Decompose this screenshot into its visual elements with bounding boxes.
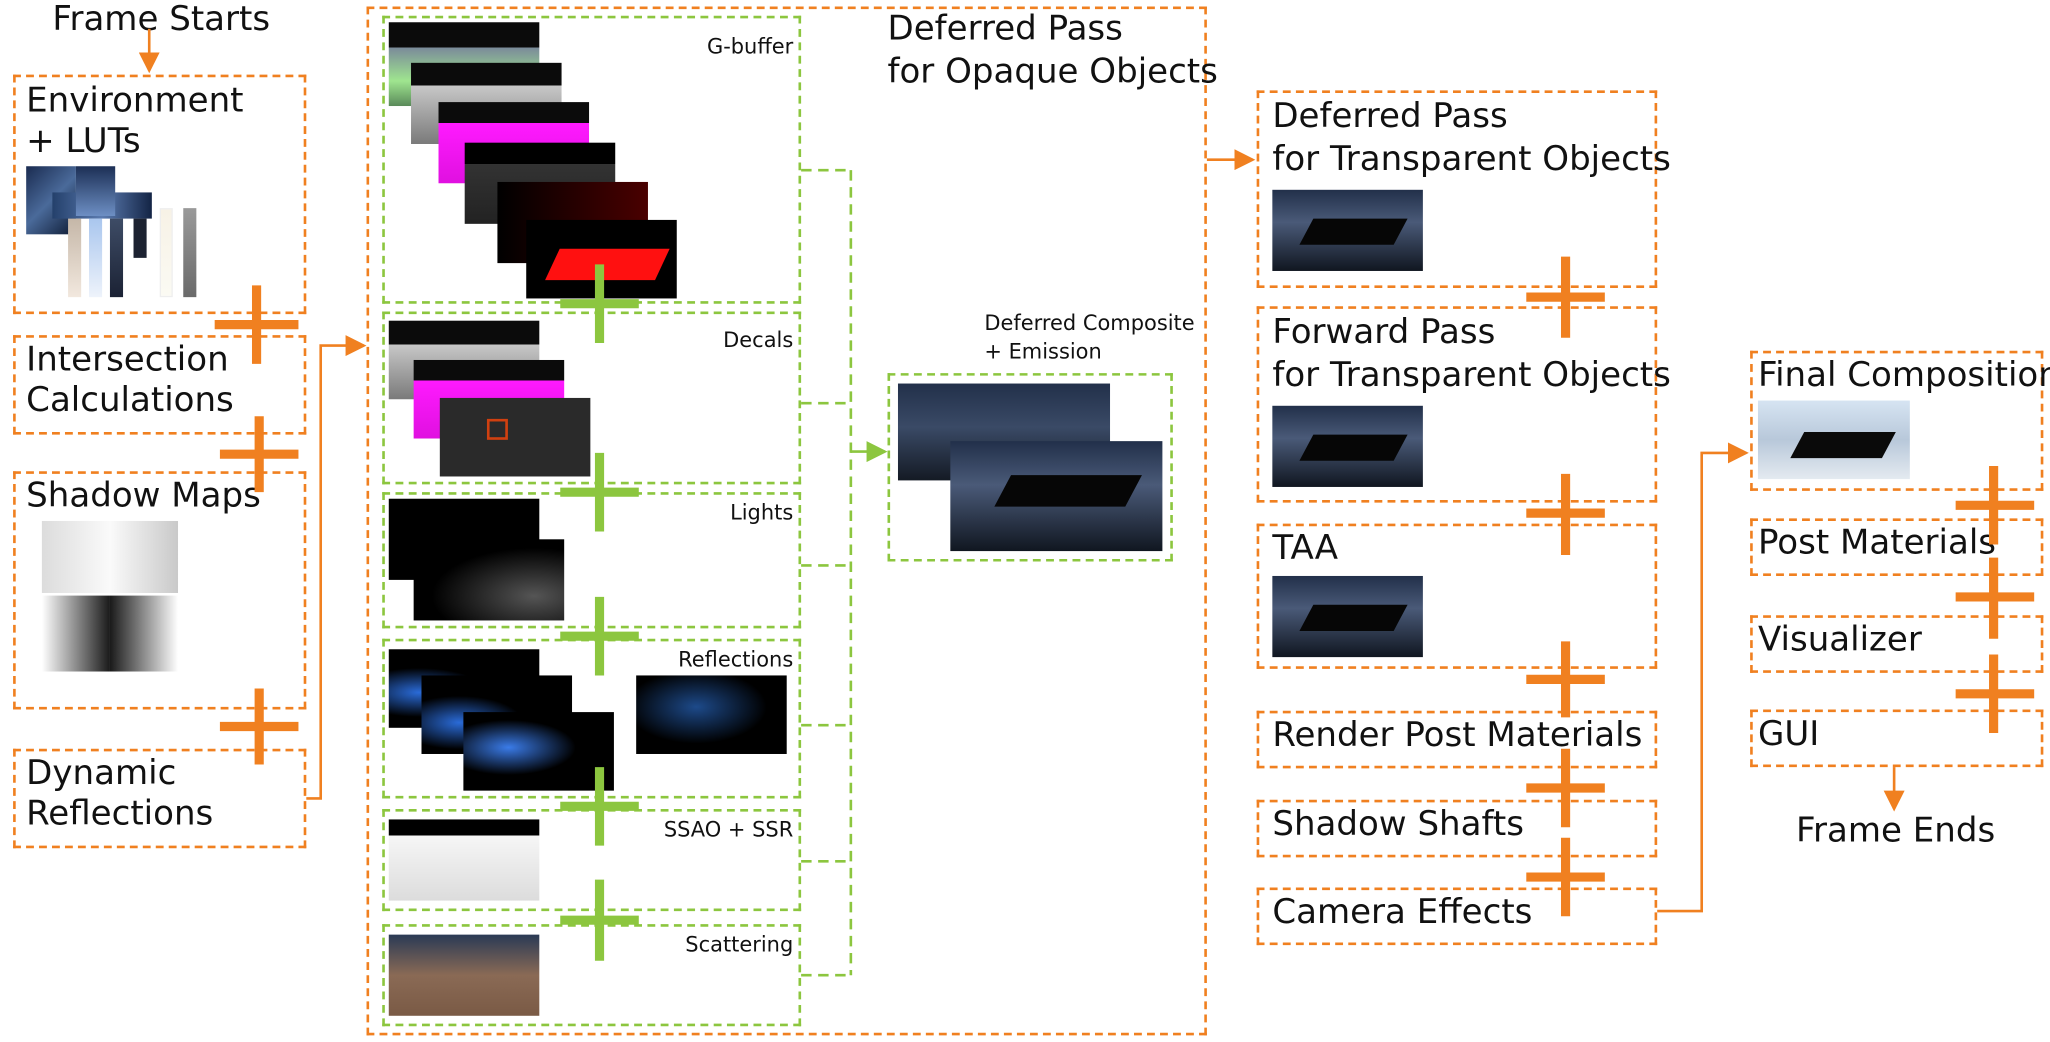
composite-thumb-2 xyxy=(950,441,1163,552)
shadow-map-thumb-4 xyxy=(109,595,179,672)
shadow-shafts-label: Shadow Shafts xyxy=(1272,805,1524,845)
frame-starts-label: Frame Starts xyxy=(52,0,271,40)
shadow-shafts-box: Shadow Shafts xyxy=(1256,799,1658,858)
visualizer-label: Visualizer xyxy=(1757,620,1922,660)
shadow-maps-box: Shadow Maps xyxy=(13,471,307,710)
deferred-opaque-container xyxy=(366,6,1207,1036)
decals-stage-box: Decals xyxy=(382,311,802,485)
frame-ends-label: Frame Ends xyxy=(1795,811,1996,851)
shadow-map-thumb-2 xyxy=(109,520,179,593)
deferred-composite-box xyxy=(887,373,1173,562)
lut-bar-1 xyxy=(68,218,82,298)
post-materials-box: Post Materials xyxy=(1750,518,2044,576)
taa-box: TAA xyxy=(1256,523,1658,669)
gbuffer-label: G-buffer xyxy=(706,34,794,59)
forward-transparent-box: Forward Pass for Transparent Objects xyxy=(1256,306,1671,503)
dynamic-reflections-box: Dynamic Reflections xyxy=(13,748,307,849)
gui-label: GUI xyxy=(1757,714,1820,754)
intersection-calculations-label: Intersection Calculations xyxy=(26,340,234,421)
deferred-composite-label: Deferred Composite + Emission xyxy=(984,310,1195,365)
environment-luts-label: Environment + LUTs xyxy=(26,81,244,162)
visualizer-box: Visualizer xyxy=(1750,615,2044,673)
scattering-label: Scattering xyxy=(685,932,794,957)
taa-label: TAA xyxy=(1272,528,1339,569)
render-post-materials-box: Render Post Materials xyxy=(1256,710,1658,769)
camera-effects-box: Camera Effects xyxy=(1256,887,1658,946)
gbuffer-thumb-6 xyxy=(526,219,677,299)
left-to-opaque-arrow xyxy=(306,335,367,800)
lut-bar-6 xyxy=(183,208,197,298)
environment-luts-box: Environment + LUTs xyxy=(13,74,307,315)
taa-thumb xyxy=(1272,575,1423,658)
final-composition-label: Final Composition xyxy=(1757,356,2050,396)
shadow-map-thumb-3 xyxy=(41,595,110,672)
ssao-ssr-label: SSAO + SSR xyxy=(663,816,794,842)
reflections-stage-box: Reflections xyxy=(382,638,802,799)
deferred-transparent-label: Deferred Pass for Transparent Objects xyxy=(1272,96,1671,180)
shadow-map-thumb-1 xyxy=(41,520,110,593)
lut-bar-3 xyxy=(109,218,124,298)
dynamic-reflections-label: Dynamic Reflections xyxy=(26,753,214,835)
ssao-ssr-thumb xyxy=(388,819,540,901)
camera-effects-label: Camera Effects xyxy=(1272,892,1533,933)
lut-bar-2 xyxy=(89,218,103,298)
forward-transparent-thumb xyxy=(1272,405,1423,487)
post-materials-label: Post Materials xyxy=(1757,523,1997,563)
scattering-stage-box: Scattering xyxy=(382,924,802,1027)
reflections-thumb-4 xyxy=(636,675,787,754)
shadow-maps-label: Shadow Maps xyxy=(26,476,261,516)
gui-box: GUI xyxy=(1750,709,2044,768)
middle-to-final-arrow xyxy=(1657,442,1749,913)
deferred-transparent-box: Deferred Pass for Transparent Objects xyxy=(1256,90,1671,288)
lut-bar-5 xyxy=(159,208,173,298)
lights-stage-box: Lights xyxy=(382,492,802,629)
env-cubemap-top-thumb xyxy=(75,166,116,216)
scattering-thumb xyxy=(388,934,540,1016)
lights-thumb-2 xyxy=(413,539,565,621)
deferred-opaque-title: Deferred Pass for Opaque Objects xyxy=(887,9,1218,92)
render-post-materials-label: Render Post Materials xyxy=(1272,716,1643,756)
intersection-calculations-box: Intersection Calculations xyxy=(13,335,307,435)
decals-thumb-3 xyxy=(439,397,591,477)
decals-label: Decals xyxy=(723,327,794,353)
lut-bar-4 xyxy=(133,218,147,258)
ssao-ssr-stage-box: SSAO + SSR xyxy=(382,808,802,912)
forward-transparent-label: Forward Pass for Transparent Objects xyxy=(1272,312,1671,396)
lights-label: Lights xyxy=(730,500,794,525)
final-composition-thumb xyxy=(1757,400,1910,480)
reflections-label: Reflections xyxy=(678,646,794,672)
gbuffer-stage-box: G-buffer xyxy=(382,15,802,304)
deferred-transparent-thumb xyxy=(1272,189,1423,271)
final-composition-box: Final Composition xyxy=(1750,350,2050,491)
reflections-thumb-3 xyxy=(463,712,614,791)
